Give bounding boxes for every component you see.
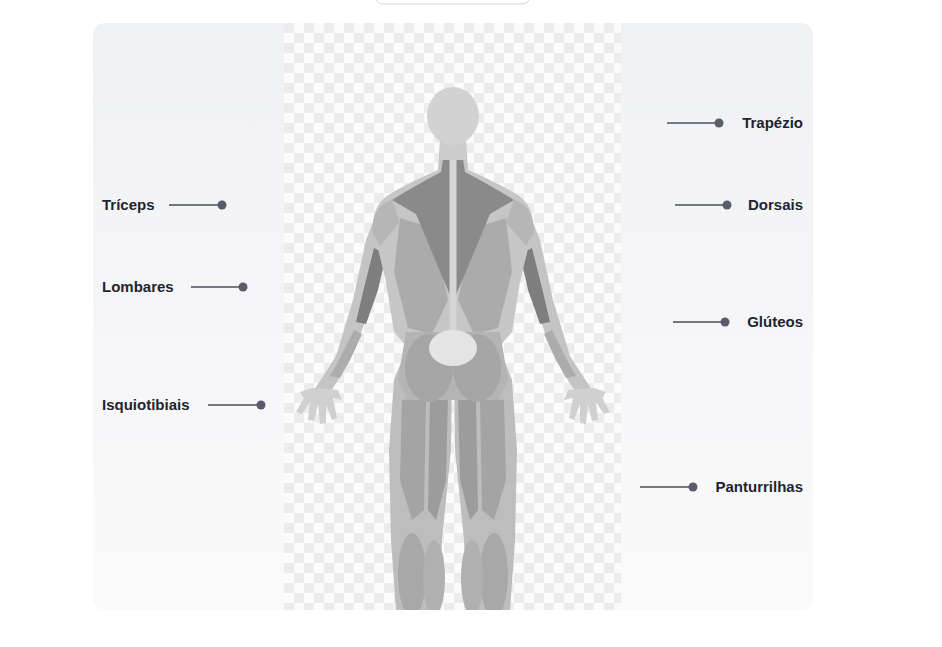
muscle-label: Lombares	[102, 277, 174, 297]
muscle-label: Glúteos	[747, 312, 803, 332]
muscle-label: Trapézio	[742, 113, 803, 133]
top-pill	[375, 0, 530, 4]
muscle-label: Panturrilhas	[715, 477, 803, 497]
body-figure	[296, 87, 610, 610]
muscle-label: Tríceps	[102, 195, 155, 215]
panel	[93, 23, 813, 610]
muscle-label: Isquiotibiais	[102, 395, 190, 415]
checker-background	[284, 23, 621, 610]
leader-lines	[169, 119, 732, 492]
muscle-label: Dorsais	[748, 195, 803, 215]
